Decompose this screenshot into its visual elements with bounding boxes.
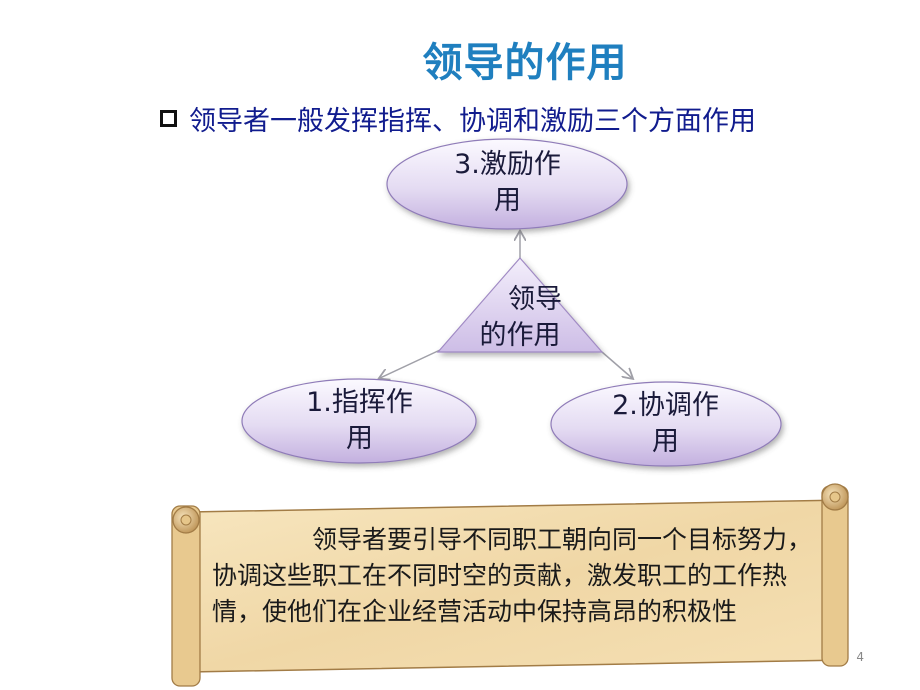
arrow-to-left <box>380 349 441 378</box>
node-left-line1: 1.指挥作 <box>306 387 413 418</box>
node-left-label: 1.指挥作 用 <box>272 385 447 457</box>
node-right-line1: 2.协调作 <box>612 390 719 421</box>
square-bullet-icon <box>160 109 177 127</box>
oval-right <box>550 381 782 467</box>
node-right-label: 2.协调作 用 <box>578 388 753 460</box>
node-top-line1: 3.激励作 <box>454 149 561 180</box>
center-label: 领导 的作用 <box>460 282 580 354</box>
node-right-line2: 用 <box>652 426 679 457</box>
scroll-shape <box>171 483 849 687</box>
node-top-label: 3.激励作 用 <box>420 147 595 219</box>
slide-title: 领导的作用 <box>422 40 628 86</box>
center-triangle <box>436 257 604 353</box>
node-left-line2: 用 <box>346 423 373 454</box>
oval-left <box>241 378 477 464</box>
bullet-point: 领导者一般发挥指挥、协调和激励三个方面作用 <box>160 98 756 138</box>
node-top-line2: 用 <box>494 185 521 216</box>
arrow-to-right <box>601 351 632 378</box>
center-line2: 的作用 <box>479 320 561 351</box>
scroll-note-text: 领导者要引导不同职工朝向同一个目标努力，协调这些职工在不同时空的贡献，激发职工的… <box>212 525 813 626</box>
bullet-text: 领导者一般发挥指挥、协调和激励三个方面作用 <box>189 105 756 137</box>
page-number: 4 <box>856 650 864 664</box>
center-line1: 领导 <box>508 284 562 315</box>
oval-top <box>386 138 628 230</box>
